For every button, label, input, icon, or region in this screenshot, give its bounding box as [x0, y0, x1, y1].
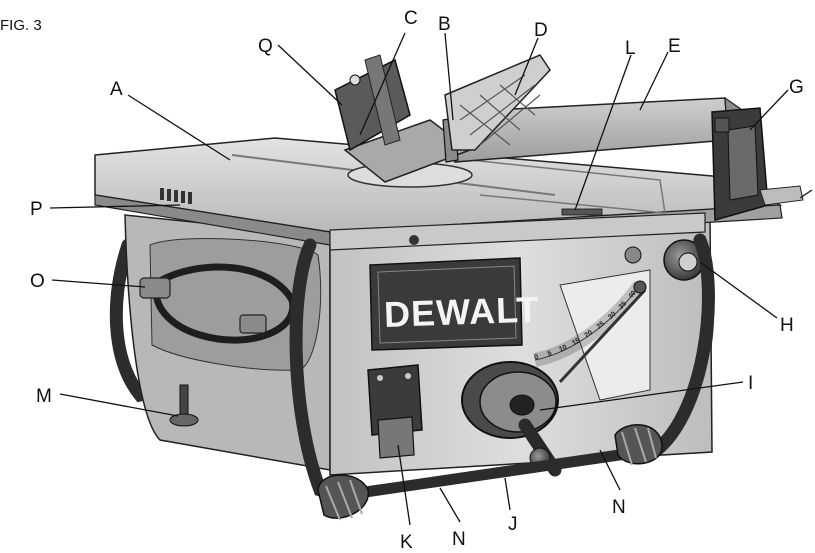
bevel-scale-mark: 35: [618, 300, 629, 311]
frame-front: [289, 233, 715, 521]
callout-J: J: [508, 514, 518, 535]
cord-wrap-hook-right: [239, 314, 267, 334]
callout-Q: Q: [258, 36, 273, 57]
fence-storage-latch: [367, 364, 423, 459]
brand-logo-text: DEWALT: [383, 289, 540, 335]
bevel-scale-mark: 15: [571, 337, 581, 347]
callout-B: B: [438, 14, 451, 35]
bevel-scale-mark: 20: [584, 329, 594, 339]
callout-M: M: [36, 386, 52, 407]
callout-L: L: [625, 38, 636, 59]
leveling-foot: [169, 384, 199, 427]
anti-kickback-assembly: [444, 54, 551, 151]
bevel-scale-mark: 0: [534, 354, 539, 362]
callout-P: P: [30, 199, 43, 220]
callout-O: O: [30, 271, 45, 292]
callout-G: G: [789, 77, 804, 98]
rail-screw: [409, 235, 419, 245]
bevel-scale-mark: 10: [558, 344, 568, 354]
bevel-scale-mark: 30: [607, 311, 618, 321]
fence-lock: [711, 107, 804, 221]
blade-guard-assembly: [334, 54, 551, 183]
callout-H: H: [780, 315, 794, 336]
callout-D: D: [534, 20, 548, 41]
callout-E: E: [668, 36, 681, 57]
callout-N-right: N: [612, 497, 626, 518]
rip-scale-indicator: [561, 208, 603, 216]
bevel-scale-mark: 40: [627, 290, 637, 301]
figure-label: FIG. 3: [0, 17, 42, 34]
callout-K: K: [400, 532, 413, 553]
callout-labels: A B C D E G H I J K L M N N O P Q: [30, 8, 804, 553]
bevel-scale-mark: 5: [547, 350, 553, 358]
callout-A: A: [110, 79, 123, 100]
cord-wrap-hook: [139, 277, 171, 299]
front-rail: [329, 212, 706, 251]
callout-N-center: N: [452, 529, 466, 550]
bevel-lock-knob: [624, 239, 705, 281]
callout-C: C: [404, 8, 418, 29]
bevel-scale-mark: 25: [596, 320, 607, 330]
side-vents: [160, 188, 192, 204]
blade-height-wheel: [461, 361, 559, 439]
bevel-scale: 051015202530354045: [533, 280, 647, 384]
callout-I: I: [748, 373, 753, 394]
brand-logo-panel: DEWALT: [369, 257, 540, 351]
callout-leaders: [49, 32, 813, 526]
table-top: [94, 137, 783, 251]
